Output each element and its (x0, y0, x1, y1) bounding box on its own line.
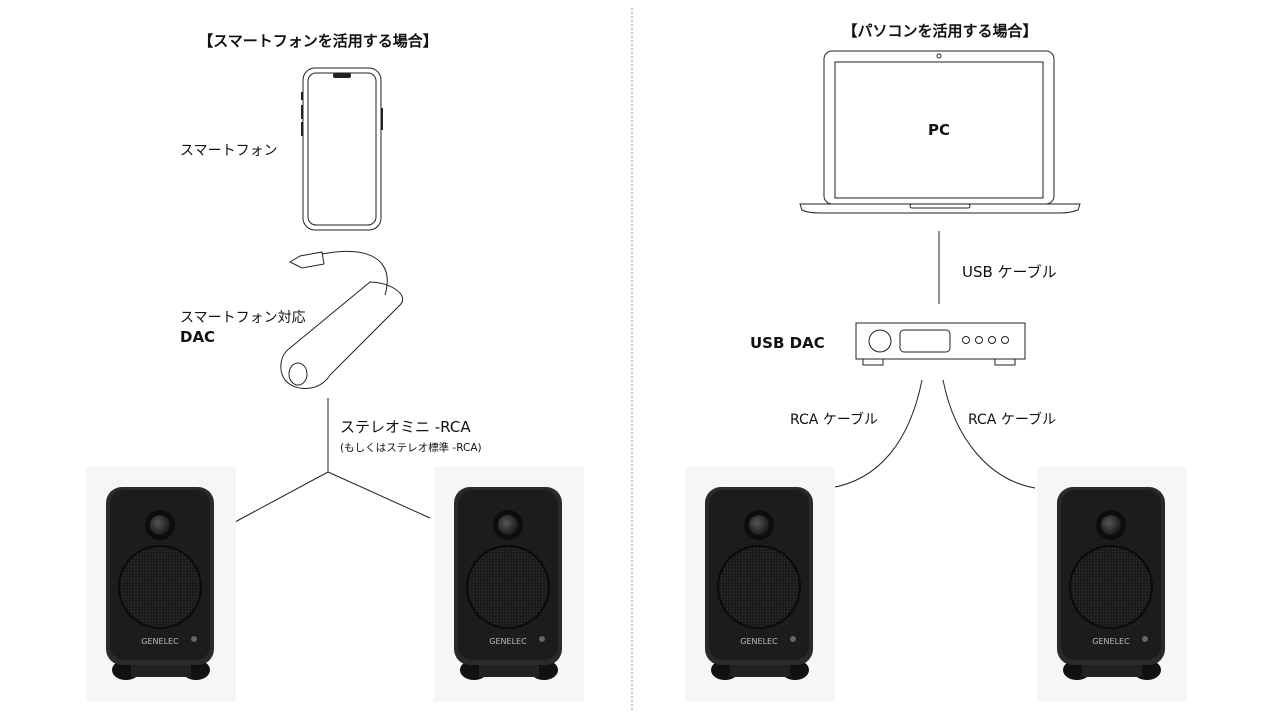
laptop-illustration (799, 50, 1081, 214)
speaker-right-1: GENELEC (684, 466, 836, 703)
speaker-left-1: GENELEC (85, 466, 237, 703)
dac-label-line1: スマートフォン対応 (180, 310, 306, 326)
cable-label: ステレオミニ -RCA (340, 418, 471, 436)
speaker-brand-text: GENELEC (1092, 637, 1130, 646)
left-section-title: 【スマートフォンを活用する場合】 (198, 32, 438, 50)
smartphone-label: スマートフォン (180, 143, 278, 159)
rca-cable-right-label: RCA ケーブル (968, 411, 1056, 428)
speaker-left-2: GENELEC (433, 466, 585, 703)
smartphone-dac-illustration (280, 250, 403, 389)
speaker-brand-text: GENELEC (740, 637, 778, 646)
usb-dac-illustration (855, 322, 1026, 366)
rca-cable-left-label: RCA ケーブル (790, 411, 878, 428)
dac-label-line2: DAC (180, 328, 215, 346)
pc-label: PC (928, 121, 950, 139)
speaker-brand-text: GENELEC (489, 637, 527, 646)
speaker-brand-text: GENELEC (141, 637, 179, 646)
rca-cable-right (942, 379, 1036, 489)
smartphone-illustration (301, 67, 383, 231)
right-section-title: 【パソコンを活用する場合】 (842, 22, 1037, 40)
stereo-mini-rca-cable (234, 398, 431, 523)
speaker-right-2: GENELEC (1036, 466, 1188, 703)
usb-cable-label: USB ケーブル (962, 263, 1057, 281)
rca-cable-left (829, 379, 923, 489)
cable-sublabel: (もしくはステレオ標準 -RCA) (340, 441, 482, 454)
usb-dac-label: USB DAC (750, 334, 825, 352)
